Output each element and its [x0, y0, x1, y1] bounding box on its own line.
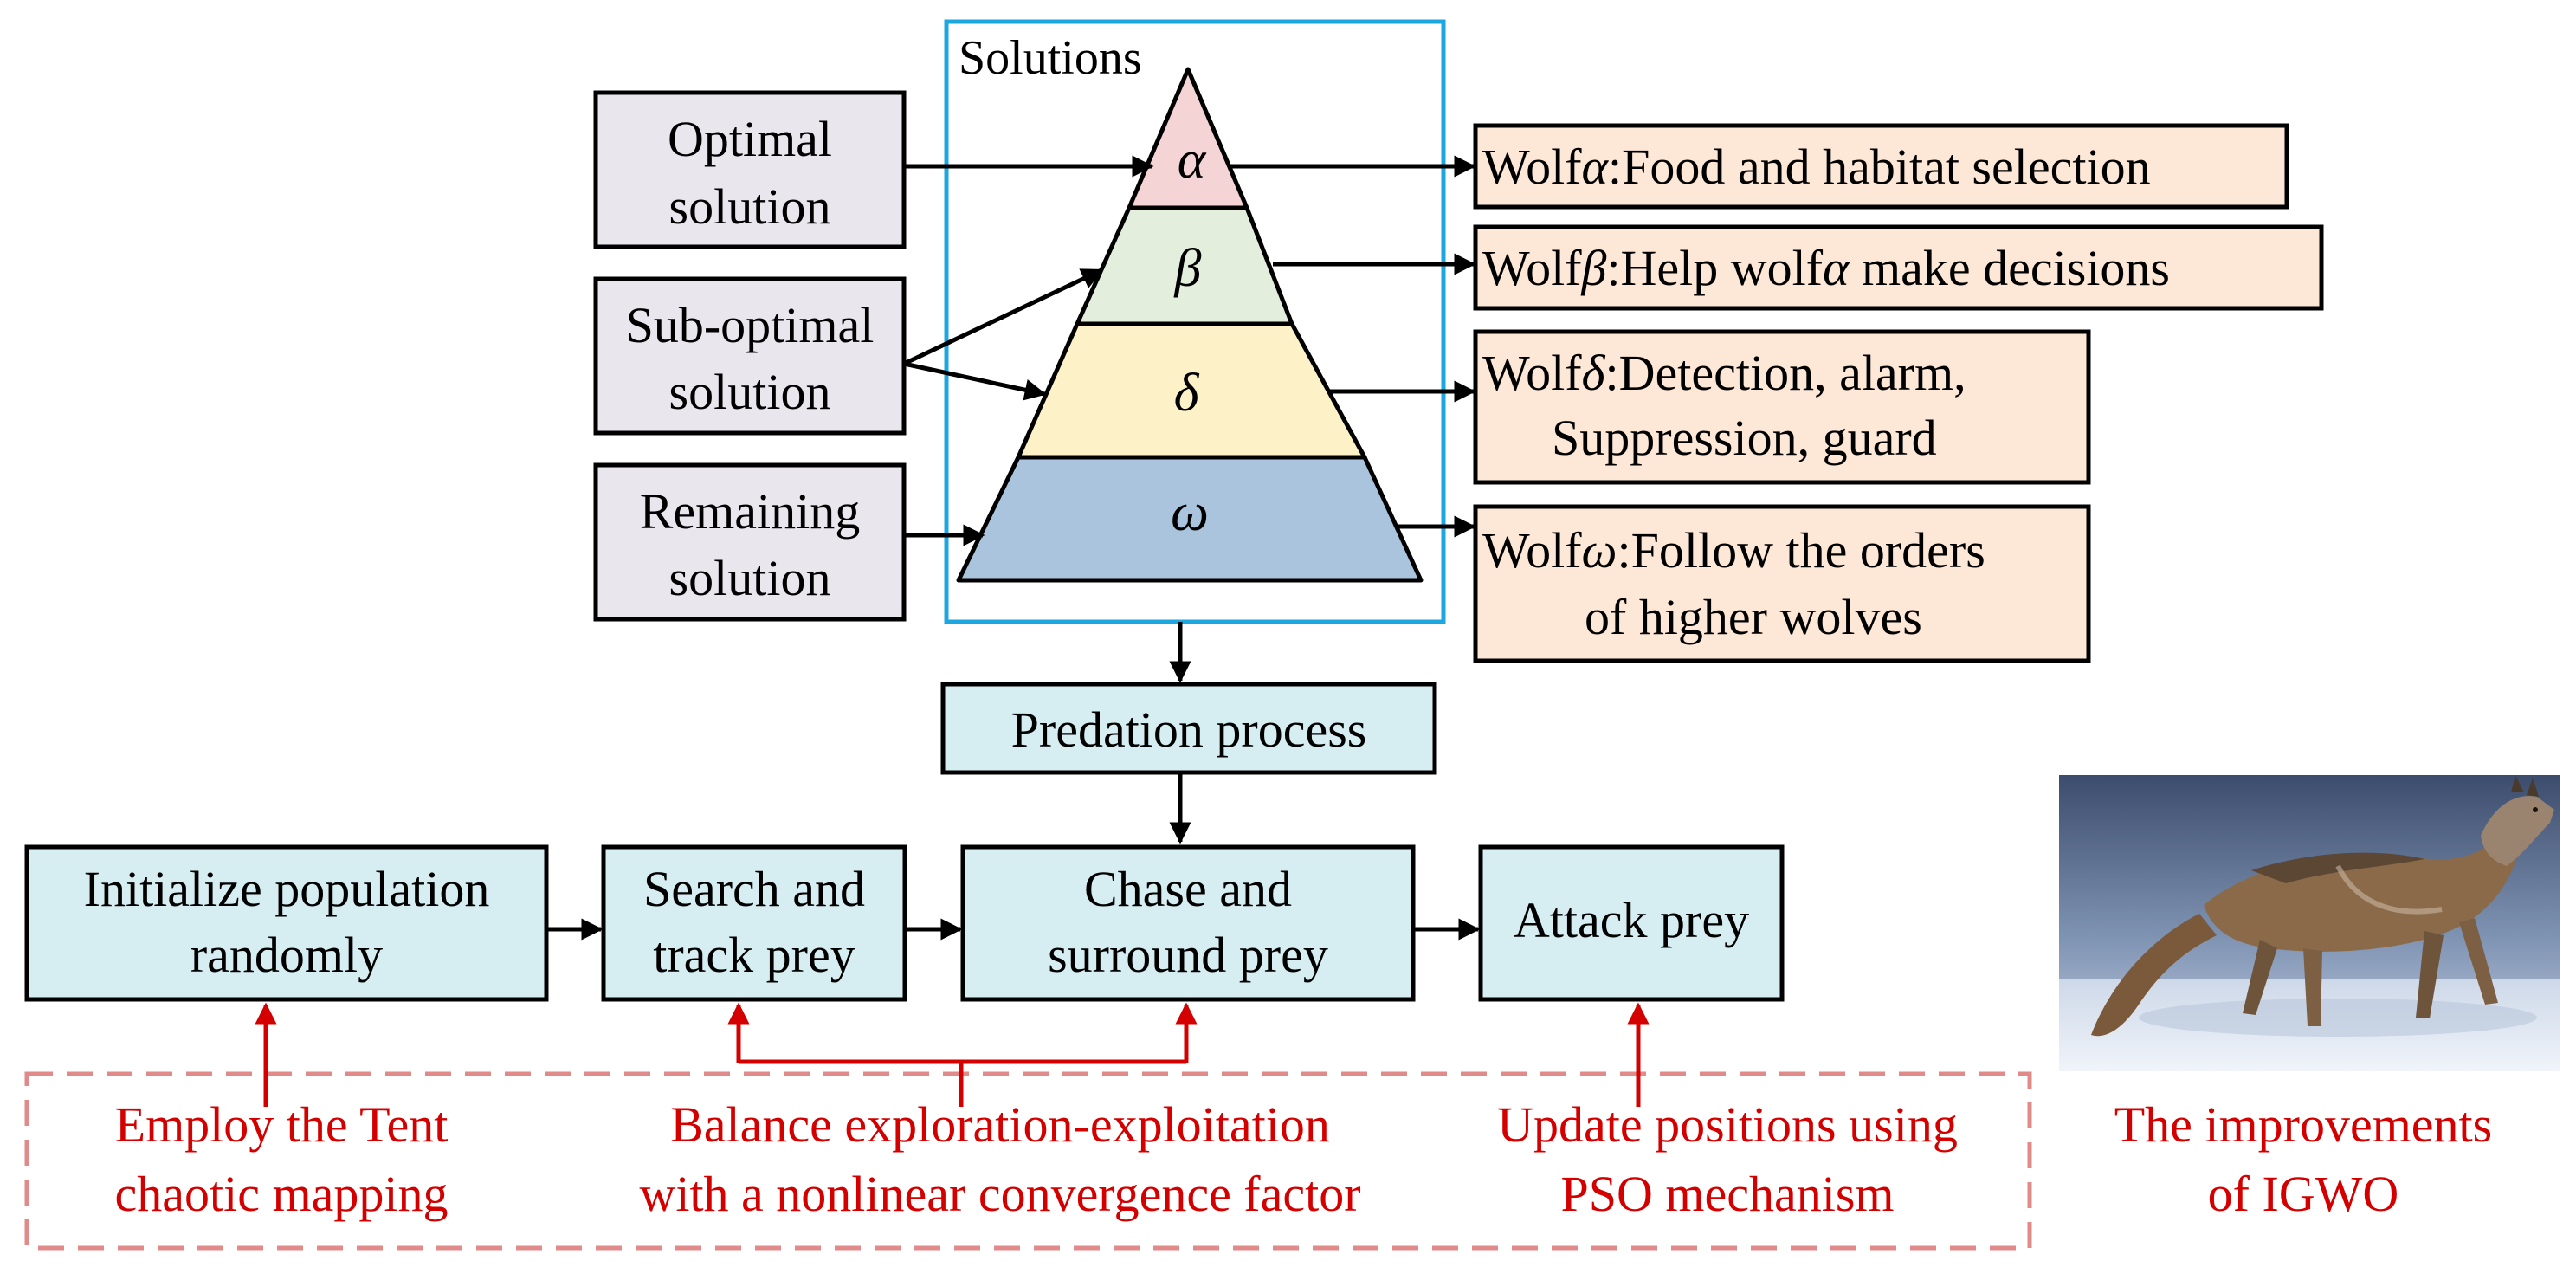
solutions-frame	[944, 19, 1446, 624]
remaining-solution-line2: solution	[669, 550, 831, 606]
chase-surround-box	[960, 844, 1416, 1002]
solution-arrows	[902, 155, 1154, 546]
predation-process-label: Predation process	[1011, 701, 1367, 758]
wolf-photo	[2059, 775, 2560, 1071]
improvement-balance-line2: with a nonlinear convergence factor	[639, 1166, 1360, 1222]
optimal-solution-box	[593, 90, 907, 249]
layer-symbol-omega: ω	[1171, 483, 1209, 542]
caption-line2: of IGWO	[2208, 1166, 2399, 1222]
layer-symbol-delta: δ	[1174, 364, 1200, 423]
wolf-omega-line2: of higher wolves	[1585, 589, 1922, 645]
attack-prey-box	[1478, 844, 1785, 1002]
caption-line1: The improvements	[2114, 1096, 2493, 1153]
wolf-delta-line1: Wolfδ:Detection, alarm,	[1482, 345, 1966, 401]
wolf-delta-line2: Suppression, guard	[1552, 410, 1937, 466]
sub-optimal-solution-line1: Sub-optimal	[626, 297, 875, 353]
arrow-suboptimal-to-beta	[902, 268, 1104, 366]
search-track-box	[601, 844, 907, 1002]
layer-symbol-beta: β	[1174, 239, 1202, 298]
arrow-suboptimal-to-delta	[903, 361, 1047, 401]
improvement-pso-line1: Update positions using	[1497, 1096, 1958, 1153]
optimal-solution-line2: solution	[669, 178, 831, 235]
optimal-solution-line1: Optimal	[668, 111, 832, 167]
wolf-alpha-box	[1473, 123, 2289, 210]
wolf-omega-line1: Wolfω:Follow the orders	[1482, 522, 1985, 579]
wolf-beta-text: Wolfβ:Help wolfα make decisions	[1482, 240, 2170, 296]
improvement-balance-line1: Balance exploration-exploitation	[670, 1096, 1330, 1153]
wolf-beta-box	[1473, 224, 2324, 311]
initialize-population-line1: Initialize population	[84, 861, 490, 917]
wolf-alpha-text: Wolfα:Food and habitat selection	[1482, 139, 2151, 195]
attack-prey-label: Attack prey	[1514, 892, 1749, 948]
sub-optimal-solution-line2: solution	[669, 364, 831, 420]
wolf-delta-box	[1473, 329, 2091, 485]
improvements-frame	[24, 1071, 2032, 1251]
remaining-solution-line1: Remaining	[640, 483, 861, 540]
wolf-arrows	[1230, 155, 1476, 538]
initialize-population-box	[24, 844, 549, 1002]
improvement-tent-line2: chaotic mapping	[115, 1166, 449, 1222]
chase-surround-line2: surround prey	[1048, 927, 1328, 983]
remaining-solution-box	[593, 462, 907, 622]
chase-surround-line1: Chase and	[1084, 861, 1292, 917]
improvement-tent-line1: Employ the Tent	[115, 1096, 449, 1153]
search-track-line2: track prey	[653, 927, 855, 983]
solutions-title: Solutions	[959, 31, 1142, 85]
search-track-line1: Search and	[643, 861, 865, 917]
initialize-population-line2: randomly	[190, 927, 383, 983]
sub-optimal-solution-box	[593, 276, 907, 436]
wolf-omega-box	[1473, 504, 2091, 663]
predation-process-box	[940, 682, 1437, 775]
improvement-arrows	[255, 1002, 1650, 1107]
improvement-pso-line2: PSO mechanism	[1560, 1166, 1894, 1222]
layer-symbol-alpha: α	[1178, 131, 1207, 190]
